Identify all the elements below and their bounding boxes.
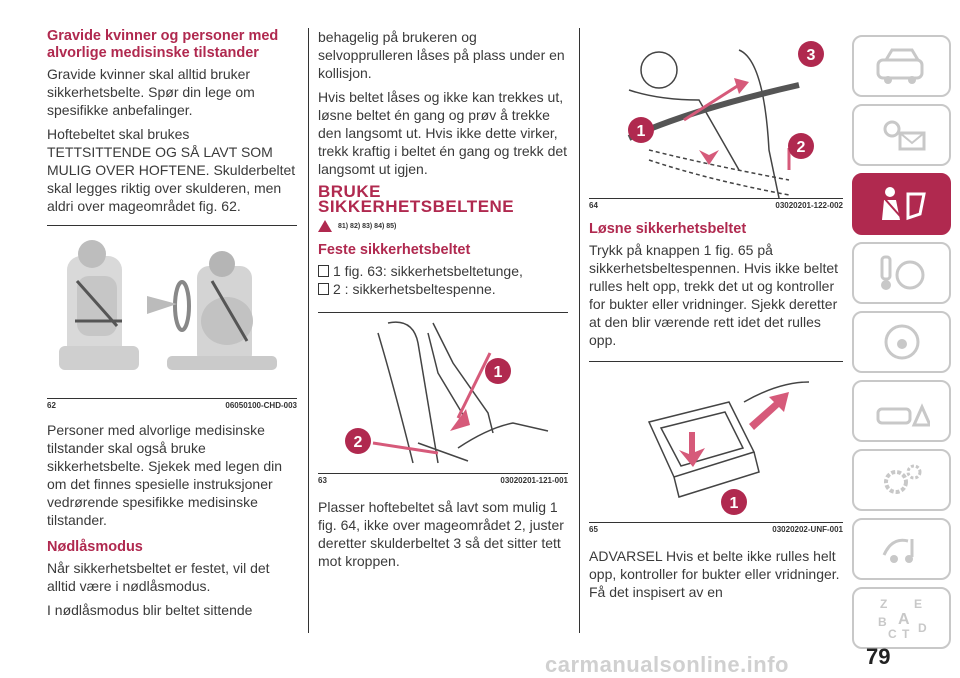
paragraph: Hoftebeltet skal brukes TETTSITTENDE OG … — [47, 126, 296, 214]
svg-text:2: 2 — [354, 434, 363, 451]
tab-starting[interactable] — [852, 242, 951, 304]
paragraph: ADVARSEL Hvis et belte ikke rulles helt … — [589, 548, 840, 600]
tab-maintenance[interactable] — [852, 449, 951, 511]
heading-pregnant: Gravide kvinner og personer med alvorlig… — [47, 28, 279, 61]
svg-text:1: 1 — [637, 123, 646, 140]
column-divider — [308, 28, 309, 633]
paragraph: Gravide kvinner skal alltid bruker sikke… — [47, 66, 255, 118]
list-item: 1 fig. 63: sikkerhetsbeltetunge, — [318, 262, 568, 280]
chapter-tabs: Z E B A C T D — [852, 35, 951, 656]
steering-wheel-icon — [884, 324, 919, 360]
paragraph: Når sikkerhetsbeltet er festet, vil det … — [47, 560, 270, 594]
svg-text:3: 3 — [807, 47, 816, 64]
section-title: BRUKE SIKKERHETSBELTENE — [318, 182, 515, 216]
paragraph: Trykk på knappen 1 fig. 65 på sikkerhets… — [589, 242, 839, 348]
index-letters-icon: Z E B A C T D — [878, 597, 927, 640]
column-divider — [579, 28, 580, 633]
svg-text:E: E — [914, 597, 922, 611]
svg-text:Z: Z — [880, 597, 887, 611]
paragraph: Plasser hoftebeltet så lavt som mulig 1 … — [318, 499, 564, 569]
lap-belt-illustration: 3 1 2 — [627, 41, 824, 198]
release-button-illustration: 1 — [647, 381, 810, 515]
column-2: behagelig på brukeren og selvopprulleren… — [318, 28, 568, 576]
buckle-illustration: 1 2 — [345, 321, 549, 464]
watermark: carmanualsonline.info — [545, 652, 789, 677]
tab-safety[interactable] — [852, 173, 951, 235]
key-start-icon — [880, 255, 924, 290]
heading-fasten: Feste sikkerhetsbeltet — [318, 242, 471, 258]
page-number: 79 — [866, 644, 891, 669]
tab-index[interactable]: Z E B A C T D — [852, 587, 951, 649]
list-item: 2 : sikkerhetsbeltespenne. — [318, 280, 568, 298]
multimedia-icon — [882, 538, 913, 563]
paragraph: Hvis beltet låses og ikke kan trekkes ut… — [318, 89, 568, 177]
svg-text:T: T — [902, 627, 910, 640]
paragraph: Personer med alvorlige medisinske tilsta… — [47, 422, 283, 528]
heading-emergency-lock: Nødlåsmodus — [47, 539, 143, 555]
paragraph: I nødlåsmodus blir beltet sittende — [47, 602, 253, 618]
column-1: Gravide kvinner og personer med alvorlig… — [47, 28, 297, 625]
heading-release: Løsne sikkerhetsbeltet — [589, 221, 747, 237]
warning-lights-icon — [883, 120, 925, 151]
svg-text:B: B — [878, 615, 887, 629]
maintenance-gears-icon — [883, 464, 921, 494]
svg-text:2: 2 — [797, 139, 806, 156]
warning-references: 81) 82) 83) 84) 85) — [318, 220, 568, 232]
svg-text:D: D — [918, 621, 927, 635]
warning-triangle-icon — [318, 220, 332, 232]
svg-text:1: 1 — [730, 495, 739, 512]
svg-text:A: A — [898, 611, 910, 628]
tab-dashboard[interactable] — [852, 35, 951, 97]
dashboard-icon — [876, 48, 923, 84]
tab-multimedia[interactable] — [852, 518, 951, 580]
emergency-car-icon — [876, 403, 930, 427]
svg-text:C: C — [888, 627, 897, 640]
safety-seatbelt-icon — [881, 187, 926, 221]
tab-emergency[interactable] — [852, 380, 951, 442]
paragraph: behagelig på brukeren og selvopprulleren… — [318, 29, 565, 81]
svg-text:1: 1 — [494, 364, 503, 381]
tab-driving[interactable] — [852, 311, 951, 373]
pregnant-seat-illustration — [59, 240, 277, 370]
tab-warning-lights[interactable] — [852, 104, 951, 166]
